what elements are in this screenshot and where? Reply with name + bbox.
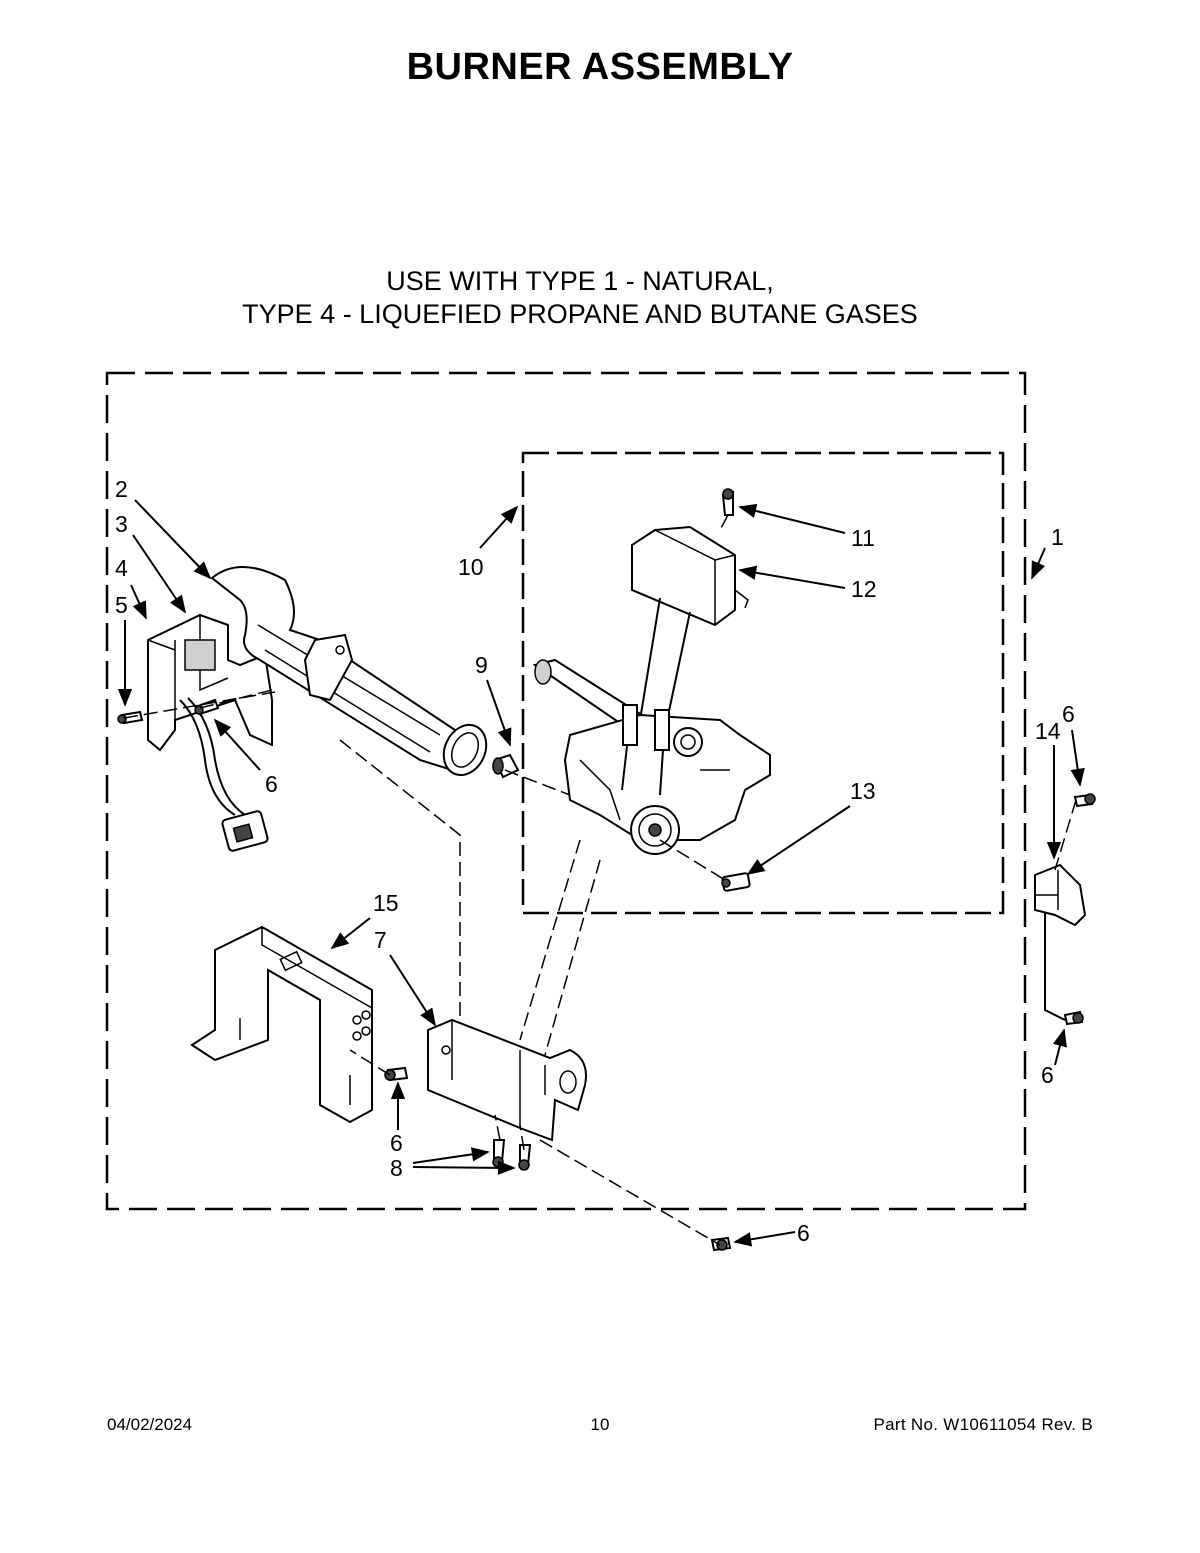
callout-6-right-top: 6	[1062, 701, 1075, 727]
callout-13: 13	[850, 778, 876, 804]
mounting-bracket	[190, 925, 373, 1124]
assembly-boundary	[105, 371, 1027, 1211]
subtitle-line-1: USE WITH TYPE 1 - NATURAL,	[386, 266, 774, 296]
footer-part-number: Part No. W10611054 Rev. B	[873, 1415, 1093, 1434]
footer-date: 04/02/2024	[107, 1415, 193, 1434]
callout-15: 15	[373, 890, 399, 916]
callout-6-right-bottom: 6	[1041, 1062, 1054, 1088]
subtitle-line-2: TYPE 4 - LIQUEFIED PROPANE AND BUTANE GA…	[242, 299, 918, 329]
callout-11: 11	[851, 525, 875, 551]
flame-sensor-bracket	[1034, 863, 1087, 1021]
valve-assembly-boundary	[521, 451, 1005, 915]
callout-3: 3	[115, 511, 128, 537]
callout-9: 9	[475, 652, 488, 678]
leader-arrows	[117, 499, 1085, 1247]
callout-5: 5	[115, 592, 128, 618]
callout-14: 14	[1035, 718, 1061, 744]
callout-10: 10	[458, 554, 484, 580]
callout-12: 12	[851, 576, 877, 602]
burner-tube	[210, 566, 488, 777]
igniter-bracket	[147, 613, 273, 752]
burner-support-bracket	[427, 1018, 587, 1142]
callout-6-bottom-left: 6	[390, 1130, 403, 1156]
screw-6-left	[117, 710, 144, 725]
callout-1: 1	[1051, 524, 1064, 550]
callout-6-bottom: 6	[797, 1220, 810, 1246]
screw-6-right-bottom	[1063, 1010, 1084, 1026]
callout-8: 8	[390, 1155, 403, 1181]
gas-valve	[532, 525, 771, 855]
callout-4: 4	[115, 555, 128, 581]
callout-7: 7	[374, 927, 387, 953]
screw-8b	[518, 1144, 532, 1171]
alignment-lines	[123, 514, 1077, 1246]
flame-sensor-13	[721, 872, 751, 892]
footer-page-number: 10	[590, 1415, 610, 1434]
page-title: BURNER ASSEMBLY	[406, 46, 794, 88]
callout-2: 2	[115, 476, 128, 502]
screw-8a	[492, 1139, 506, 1168]
screw-11	[721, 488, 734, 516]
orifice	[492, 753, 520, 779]
screw-6-bottom	[710, 1236, 732, 1252]
screw-6-right-top	[1073, 793, 1096, 808]
callout-6-left: 6	[265, 771, 278, 797]
